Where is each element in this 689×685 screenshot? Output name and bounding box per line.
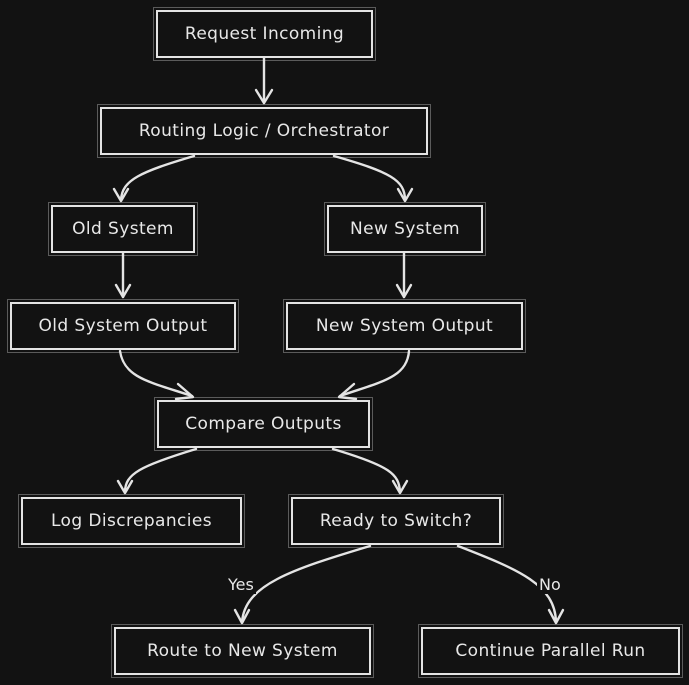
- arrowhead-compare-left: [174, 382, 195, 401]
- node-route-to-new-system: Route to New System: [111, 624, 374, 678]
- arrowhead-continue: [547, 608, 565, 625]
- arrowhead-compare-right: [337, 382, 358, 401]
- edge-ready-to-route-new: [240, 544, 372, 624]
- arrowhead-route-new: [233, 608, 251, 625]
- arrowhead-old-system: [112, 187, 130, 203]
- arrowhead-old-output: [114, 283, 132, 299]
- arrowhead-routing: [254, 88, 274, 105]
- node-log-discrepancies: Log Discrepancies: [18, 494, 245, 548]
- node-new-system-output: New System Output: [283, 299, 526, 353]
- arrowhead-new-system: [396, 187, 414, 203]
- node-request-incoming: Request Incoming: [153, 7, 376, 61]
- node-routing-logic: Routing Logic / Orchestrator: [97, 104, 431, 158]
- arrowhead-log: [116, 479, 134, 495]
- edge-routing-to-new-system: [332, 154, 407, 202]
- edge-label-yes: Yes: [226, 575, 256, 594]
- edge-old-output-to-compare: [118, 349, 194, 398]
- edge-label-no: No: [537, 575, 563, 594]
- edge-routing-to-old-system: [119, 154, 196, 202]
- arrowhead-ready: [391, 479, 409, 495]
- edge-compare-to-log: [123, 447, 198, 494]
- node-new-system: New System: [324, 202, 486, 256]
- edge-new-output-to-compare: [338, 349, 411, 398]
- node-ready-to-switch: Ready to Switch?: [288, 494, 504, 548]
- node-continue-parallel-run: Continue Parallel Run: [418, 624, 683, 678]
- edge-ready-to-continue: [456, 544, 558, 624]
- edge-compare-to-ready: [331, 447, 402, 494]
- node-old-system-output: Old System Output: [7, 299, 239, 353]
- node-old-system: Old System: [48, 202, 198, 256]
- node-compare-outputs: Compare Outputs: [154, 397, 373, 451]
- arrowhead-new-output: [395, 283, 413, 299]
